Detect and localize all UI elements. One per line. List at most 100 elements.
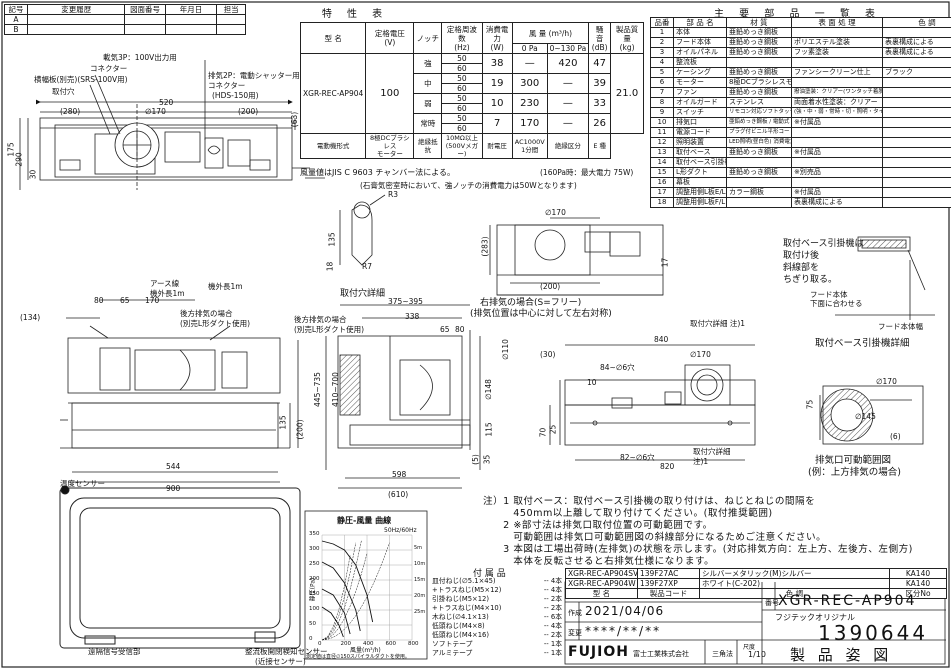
accessory-name: 低頭ねじ(M4×8): [432, 622, 485, 630]
chart-duct-curve: [321, 542, 390, 641]
parts-cell: 亜鉛めっき鋼板: [726, 147, 792, 158]
chart-xtick: 600: [385, 641, 397, 647]
parts-cell: 亜鉛めっき鋼板: [726, 167, 792, 178]
spec-db: 39: [588, 73, 612, 94]
parts-cell: [882, 57, 951, 68]
parts-header: 表 面 処 理: [791, 17, 883, 28]
hole-18: 18: [325, 261, 335, 272]
spec-w: 38: [481, 53, 513, 74]
label-connector2: コネクター: [208, 81, 246, 90]
parts-cell: 両面着水性塗装：クリアー: [791, 97, 883, 108]
accessory-name: 皿付ねじ(∅5.1×45): [432, 577, 496, 585]
front-view: [19, 60, 325, 190]
spec-sub-header: 0 Pa: [511, 43, 548, 54]
tb-date-label: 作成: [568, 609, 582, 617]
parts-cell: [882, 107, 951, 118]
parts-cell: [791, 157, 883, 168]
parts-cell: リモコン対応ソフトタッチ式スイッチ [専用調理機器と連動可]: [726, 107, 792, 118]
bottom-sensor2b: (近接センサー): [255, 657, 306, 666]
spec-voltage: 100: [365, 53, 415, 134]
bottom-view: [59, 485, 301, 649]
parts-cell: 調整用側L板F/L: [673, 197, 727, 208]
variant-1-code: 139F27AC: [637, 568, 700, 579]
parts-cell: [882, 87, 951, 98]
side-135: 135: [278, 415, 288, 430]
parts-cell: 亜鉛めっき鋼板: [726, 67, 792, 78]
label-earth-len: 機外長1m: [150, 289, 185, 298]
label-earth: アース線: [150, 279, 180, 288]
rev-mark-b: B: [4, 24, 28, 35]
parts-cell: フード本体: [673, 37, 727, 48]
parts-cell: ※別売品: [791, 167, 883, 178]
accessory-item: アルミテープ-- 1本: [432, 649, 562, 658]
parts-cell: 2: [650, 37, 674, 48]
side-134: (134): [20, 313, 41, 322]
parts-row: 9スイッチリモコン対応ソフトタッチ式スイッチ [専用調理機器と連動可](強・中・…: [650, 107, 951, 118]
parts-cell: オイルパネル: [673, 47, 727, 58]
parts-cell: 9: [650, 107, 674, 118]
parts-cell: [791, 177, 883, 188]
side-rear-l2: (別売L形ダクト使用): [180, 319, 251, 328]
accessories-title: 付 属 品: [473, 569, 506, 579]
tb-company-logo: FUJIOH: [568, 644, 629, 660]
spec-elec-cell: E 種: [588, 133, 612, 159]
accessory-name: 木ねじ(∅4.1×13): [432, 613, 489, 621]
parts-cell: 13: [650, 147, 674, 158]
range-145: ∅145: [855, 412, 876, 421]
parts-cell: ※付属品: [791, 187, 883, 198]
top-84: 84~∅6穴: [600, 363, 635, 372]
chart-ytick: 0: [309, 636, 313, 642]
parts-cell: 取付ベース引掛機: [673, 157, 727, 168]
rev-header-date: 年月日: [164, 4, 218, 15]
parts-cell: 10: [650, 117, 674, 128]
parts-cell: 15: [650, 167, 674, 178]
range-sub: (例：上方排気の場合): [808, 467, 901, 478]
parts-cell: 整流板: [673, 57, 727, 68]
right-338: 338: [405, 312, 420, 321]
tb-scale: 1/10: [748, 650, 766, 659]
parts-cell: 亜鉛めっき鋼板: [726, 47, 792, 58]
side-rear-l: 後方排気の場合: [180, 309, 233, 318]
chart-series-弱: [321, 588, 351, 635]
dim-30: 30: [28, 169, 38, 180]
side-110: ∅110: [500, 339, 510, 360]
chart-xtick: 800: [408, 641, 419, 647]
right-200: (200): [540, 282, 561, 291]
tb-rev-date: ****/**/**: [585, 624, 662, 638]
parts-cell: [791, 77, 883, 88]
parts-cell: 表裏構成による: [882, 47, 951, 58]
parts-cell: 電源コード: [673, 127, 727, 138]
parts-cell: LED照明(昼白色) 消費電力：3.5W(LED照明1灯、照明用電源): [726, 137, 792, 148]
base-l4: ちぎり取る。: [783, 275, 838, 285]
chart-rtick: 15m: [414, 577, 426, 583]
accessories-list: 皿付ねじ(∅5.1×45)-- 4本+トラスねじ(M5×12)-- 4本引掛ねじ…: [432, 577, 562, 658]
spec-hz: 60: [441, 103, 483, 114]
spec-elec-cell: 10MΩ以上 (500Vメガー): [441, 133, 483, 159]
side-900: 900: [166, 484, 181, 493]
note-line: 本体を反転させると右排気仕様になります。: [483, 556, 715, 567]
accessory-qty: -- 4本: [543, 577, 562, 585]
spec-q0: —: [511, 53, 548, 74]
accessory-name: 低頭ねじ(M4×16): [432, 631, 490, 639]
parts-cell: [882, 157, 951, 168]
spec-note-2: (160Pa時：最大電力 75W): [540, 168, 634, 177]
right-65: 65: [440, 325, 450, 334]
accessory-name: アルミテープ: [432, 649, 473, 657]
spec-elec-cell: 電動機形式: [299, 133, 367, 159]
revision-table: 記号 変更履歴 図面番号 年月日 担当 A B: [4, 4, 246, 35]
parts-cell: フッ素塗装: [791, 47, 883, 58]
side-170: 170: [145, 296, 160, 305]
chart-xtick: 400: [363, 641, 374, 647]
spec-mass: 21.0: [610, 53, 644, 134]
base-hoodface: フード本体幅: [878, 322, 923, 331]
parts-cell: 4: [650, 57, 674, 68]
parts-cell: 6: [650, 77, 674, 88]
side-200: (200): [295, 419, 305, 440]
parts-cell: [726, 157, 792, 168]
tb-date: 2021/04/06: [585, 604, 665, 618]
